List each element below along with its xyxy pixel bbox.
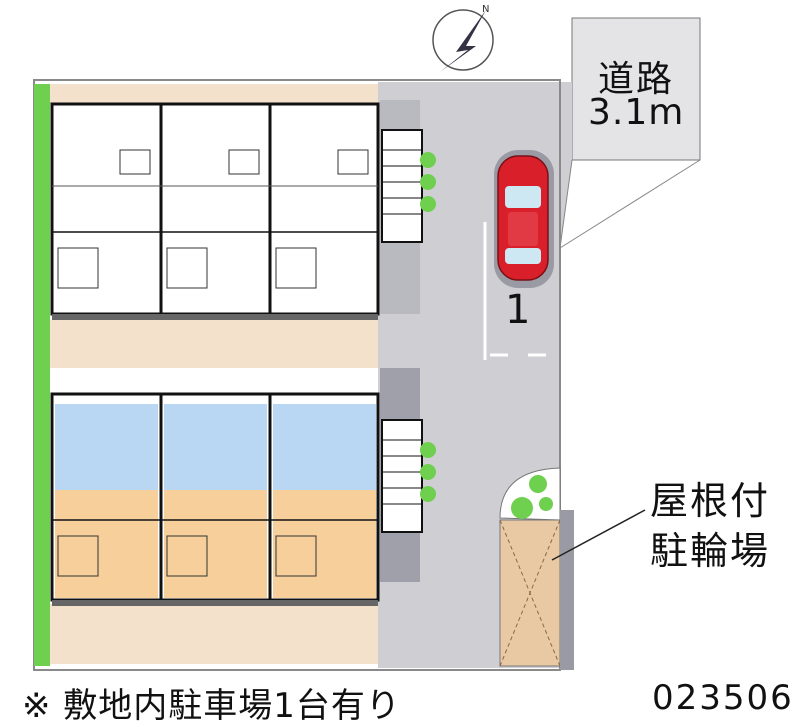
property-line [559, 159, 573, 249]
car-icon [494, 150, 554, 288]
compass-icon: N [432, 4, 494, 72]
bike-parking-label-line1: 屋根付 [650, 479, 771, 523]
bike-parking-label-line2: 駐輪場 [650, 529, 771, 573]
setback-north [50, 84, 378, 104]
building-south [50, 392, 380, 606]
property-code: 023506 [652, 678, 794, 718]
setback-south [50, 604, 378, 664]
setback-middle [50, 320, 378, 368]
hedge-west [34, 84, 50, 666]
bike-parking-area [499, 467, 574, 670]
staircase-north [381, 129, 436, 243]
road-name-label: 道路 [598, 59, 675, 100]
leader-line [551, 509, 646, 561]
building-north [50, 102, 380, 320]
footer-parking-note: ※ 敷地内駐車場1台有り [22, 686, 401, 726]
compass-label: N [482, 4, 489, 15]
parking-space-number: 1 [505, 287, 531, 333]
property-line [559, 159, 701, 249]
staircase-south [381, 419, 436, 533]
road-width-label: 3.1m [588, 92, 685, 133]
